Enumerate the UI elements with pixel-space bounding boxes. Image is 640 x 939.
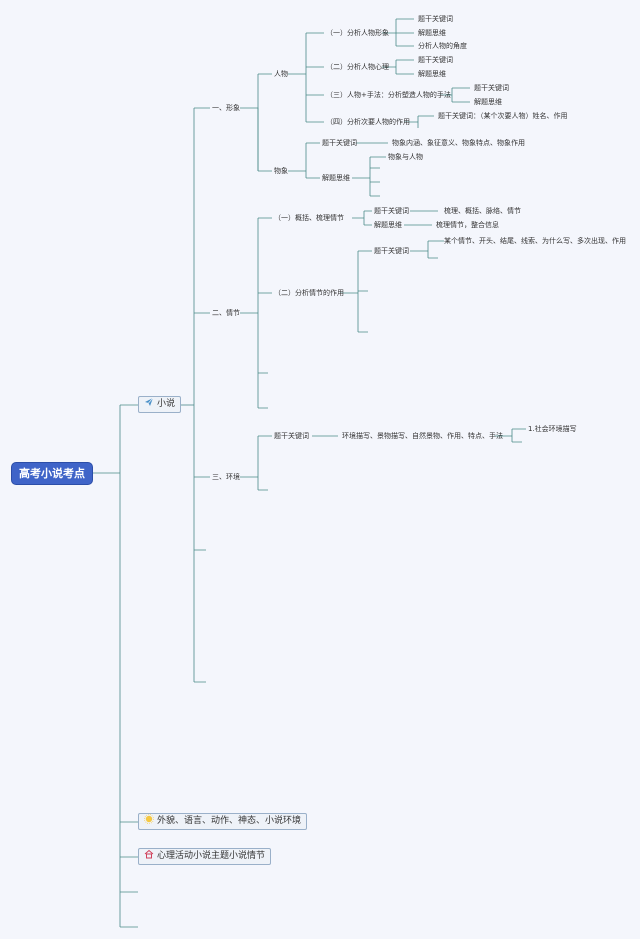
huanjing-keyword-desc[interactable]: 环境描写、景物描写、自然景物、作用、特点、手法 bbox=[342, 432, 503, 440]
p1-thinking[interactable]: 解题思维 bbox=[374, 221, 402, 229]
bottom-node-label: 外貌、语言、动作、神态、小说环境 bbox=[157, 816, 302, 826]
p1-keyword-desc[interactable]: 梳理、概括、脉络、情节 bbox=[444, 207, 521, 215]
renwu-item-1[interactable]: （一）分析人物形象 bbox=[326, 29, 389, 37]
bottom-node-psychology[interactable]: 心理活动小说主题小说情节 bbox=[138, 848, 272, 865]
leaf-keyword-minor[interactable]: 题干关键词：（某个次要人物）姓名、作用 bbox=[438, 112, 568, 120]
renwu-item-3[interactable]: （三）人物+手法：分析塑造人物的手法 bbox=[326, 91, 451, 99]
wuxiang-keyword[interactable]: 题干关键词 bbox=[322, 139, 357, 147]
node-renwu[interactable]: 人物 bbox=[274, 70, 288, 78]
branch-huanjing[interactable]: 三、环境 bbox=[212, 473, 240, 481]
leaf-thinking[interactable]: 解题思维 bbox=[418, 29, 446, 37]
novel-node[interactable]: 小说 bbox=[138, 396, 182, 413]
sun-icon bbox=[144, 814, 154, 824]
root-node[interactable]: 高考小说考点 bbox=[12, 463, 92, 484]
branch-qingjie[interactable]: 二、情节 bbox=[212, 309, 240, 317]
p2-keyword[interactable]: 题干关键词 bbox=[374, 247, 409, 255]
leaf-angle[interactable]: 分析人物的角度 bbox=[418, 42, 467, 50]
bottom-node-appearance[interactable]: 外貌、语言、动作、神态、小说环境 bbox=[138, 813, 308, 830]
qingjie-p1[interactable]: （一）概括、梳理情节 bbox=[274, 214, 344, 222]
renwu-item-2[interactable]: （二）分析人物心理 bbox=[326, 63, 389, 71]
huanjing-keyword[interactable]: 题干关键词 bbox=[274, 432, 309, 440]
p2-keyword-desc[interactable]: 某个情节、开头、结尾、线索、为什么写、多次出现、作用 bbox=[444, 237, 626, 245]
leaf-keyword[interactable]: 题干关键词 bbox=[474, 84, 509, 92]
renwu-item-4[interactable]: （四）分析次要人物的作用 bbox=[326, 118, 410, 126]
leaf-thinking[interactable]: 解题思维 bbox=[418, 70, 446, 78]
leaf-thinking[interactable]: 解题思维 bbox=[474, 98, 502, 106]
p1-thinking-desc[interactable]: 梳理情节，整合信息 bbox=[436, 221, 499, 229]
qingjie-p2[interactable]: （二）分析情节的作用 bbox=[274, 289, 344, 297]
novel-label: 小说 bbox=[157, 399, 176, 409]
wuxiang-keyword-desc[interactable]: 物象内涵、象征意义、物象特点、物象作用 bbox=[392, 139, 525, 147]
wuxiang-thinking[interactable]: 解题思维 bbox=[322, 174, 350, 182]
leaf-keyword[interactable]: 题干关键词 bbox=[418, 56, 453, 64]
branch-xingxiang[interactable]: 一、形象 bbox=[212, 104, 240, 112]
home-icon bbox=[144, 849, 154, 859]
leaf-keyword[interactable]: 题干关键词 bbox=[418, 15, 453, 23]
paper-plane-icon bbox=[145, 397, 154, 406]
p1-keyword[interactable]: 题干关键词 bbox=[374, 207, 409, 215]
bottom-node-label: 心理活动小说主题小说情节 bbox=[157, 851, 266, 861]
wuxiang-thinking-sub[interactable]: 物象与人物 bbox=[388, 153, 423, 161]
huanjing-social[interactable]: 1.社会环境描写 bbox=[528, 425, 577, 433]
node-wuxiang[interactable]: 物象 bbox=[274, 167, 288, 175]
